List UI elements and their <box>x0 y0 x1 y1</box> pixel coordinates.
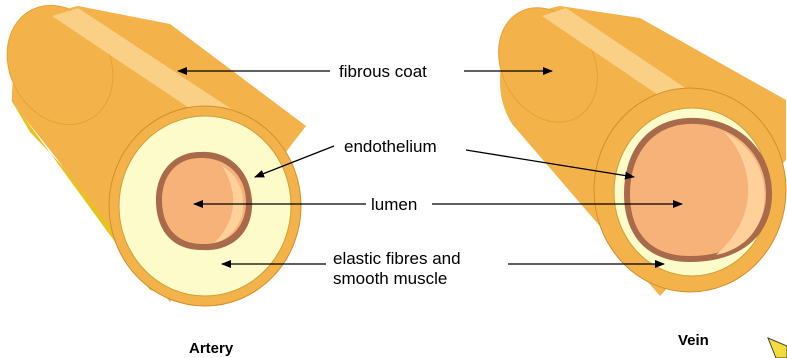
artery-caption: Artery <box>189 340 234 357</box>
artery <box>0 0 306 306</box>
vein-caption: Vein <box>678 332 709 349</box>
lumen-label: lumen <box>371 195 417 214</box>
endothelium-label: endothelium <box>344 137 437 156</box>
fibrous-coat-label: fibrous coat <box>339 62 427 81</box>
pencil-icon <box>768 338 787 358</box>
elastic-fibres-label-line1: elastic fibres and <box>333 249 461 268</box>
vein <box>479 0 787 358</box>
elastic-fibres-label-line2: smooth muscle <box>333 269 447 288</box>
